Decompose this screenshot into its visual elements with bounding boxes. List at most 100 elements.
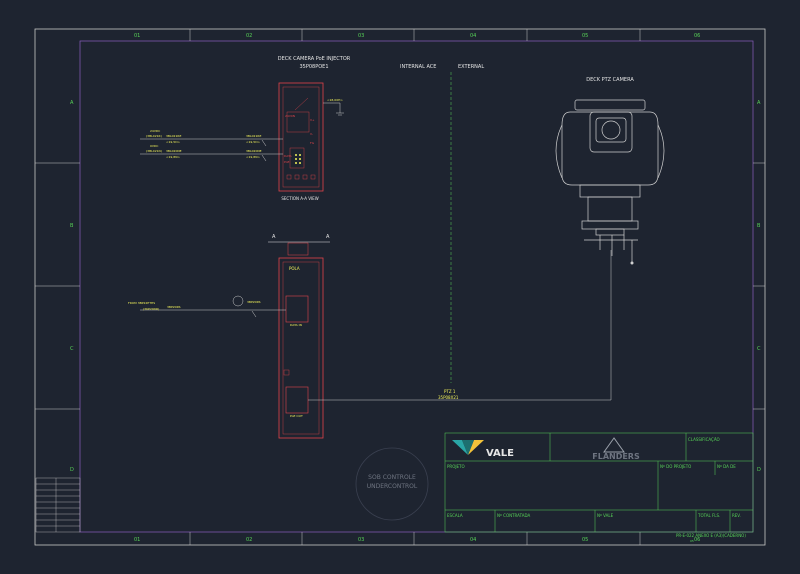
row-label: B xyxy=(757,223,761,229)
title-block xyxy=(444,432,754,533)
injector-section-label: SECTION A-A VIEW xyxy=(281,196,318,201)
camera-title: DECK PTZ CAMERA xyxy=(586,77,634,83)
grid-column-labels-bottom: 01 02 03 04 05 06 xyxy=(134,537,700,543)
col-label: 04 xyxy=(470,33,476,39)
wire-24v-cable-right: 3BL021RE xyxy=(246,134,261,138)
injector-title: DECK CAMERA PoE INJECTOR xyxy=(278,56,351,62)
injector-terminals xyxy=(295,154,301,164)
zone-internal-label: INTERNAL ACE xyxy=(400,64,436,70)
injector-pin-label: V- xyxy=(310,132,313,136)
no-projeto-label: Nº DO PROJETO xyxy=(660,464,691,469)
col-label: 03 xyxy=(358,33,364,39)
row-label: D xyxy=(70,467,74,473)
stamp-line1: SOB CONTROLE xyxy=(368,474,416,481)
wire-24v-src: (3BL021R) xyxy=(146,134,162,138)
injector-pin-label: FG xyxy=(310,141,315,145)
wire-24v-cable-left: 3BL021RE xyxy=(166,134,181,138)
data-cable-label: 3BP20RS xyxy=(167,305,181,309)
col-label: 02 xyxy=(246,33,252,39)
stamp-line2: UNDERCONTROL xyxy=(367,483,418,490)
projeto-label: PROJETO xyxy=(447,464,465,469)
data-in-port xyxy=(285,295,309,323)
col-label: 05 xyxy=(582,33,588,39)
injector-pin-label: V+ xyxy=(310,118,315,122)
section-a-left: A xyxy=(272,234,276,240)
injector-pin-label: DATA xyxy=(284,154,293,158)
switch-header xyxy=(287,242,309,256)
row-label: B xyxy=(70,223,74,229)
wire-0v-code-right: <19,8N> xyxy=(246,155,260,159)
vale-logo xyxy=(452,440,484,455)
ptz-camera-drawing xyxy=(555,99,665,262)
cable-node xyxy=(232,295,244,307)
control-stamp xyxy=(355,447,429,521)
switch-led xyxy=(283,369,290,376)
data-in-label: DATA IN xyxy=(290,323,302,327)
wire-0v-cable-right: 3BL020NE xyxy=(246,149,262,153)
poe-out-label: PoE OUT xyxy=(290,414,303,418)
wire-24v-code-right: <19,5D> xyxy=(246,140,261,144)
rev-label: REV. xyxy=(732,513,741,518)
col-label: 06 xyxy=(694,537,700,543)
row-label: C xyxy=(70,346,74,352)
ptz-tag-label: 35P08X21 xyxy=(438,395,459,400)
section-a-right: A xyxy=(326,234,330,240)
doc-number: PR-E-022 ANEXO E (A3)(CADERNO) xyxy=(676,533,746,538)
injector-inner xyxy=(282,86,320,188)
col-label: 03 xyxy=(358,537,364,543)
escala-label: ESCALA xyxy=(447,513,463,518)
injector-internals xyxy=(286,97,316,180)
company-name: VALE xyxy=(486,448,514,459)
row-label: C xyxy=(757,346,761,352)
switch-enclosure xyxy=(278,257,324,439)
vale-logo-shape xyxy=(468,440,484,455)
grid-column-labels-top: 01 02 03 04 05 06 xyxy=(134,33,700,39)
grid-ticks xyxy=(35,29,765,545)
row-label: A xyxy=(757,100,761,106)
col-label: 01 xyxy=(134,33,140,39)
row-label: D xyxy=(757,467,761,473)
node-label: 3BP20RS xyxy=(247,300,261,304)
injector-pin-label: 24V0N xyxy=(285,114,295,118)
switch-inner xyxy=(282,261,320,435)
from-label: FROM 3BP22ETHS xyxy=(128,301,155,305)
from-sub-label: (3KP20DR) xyxy=(143,307,159,311)
col-label: 02 xyxy=(246,537,252,543)
wire-0v-src: (3BL021N) xyxy=(146,149,162,153)
inner-border xyxy=(79,40,754,533)
classification-label: CLASSIFICAÇÃO xyxy=(688,437,720,442)
injector-pin-label: PoE xyxy=(284,160,290,164)
camera-ground xyxy=(630,261,634,265)
zone-external-label: EXTERNAL xyxy=(458,64,484,70)
wire-0v-code-left: <19,8N> xyxy=(166,155,180,159)
revision-table xyxy=(35,477,81,533)
grid-row-labels-right: A B C D xyxy=(757,100,761,473)
flanders-logo xyxy=(603,437,625,453)
client-name: FLANDERS xyxy=(592,452,640,461)
ptz-cable-label: PTZ 1 xyxy=(444,389,456,394)
vale-logo-shape xyxy=(462,440,474,455)
switch-module-label: POLA xyxy=(289,266,300,271)
no-de-label: Nº DA DE xyxy=(717,464,736,469)
wire-24v-label: 24VDC xyxy=(150,129,160,133)
outer-border xyxy=(34,28,766,546)
wire-0v-label: 0VDC xyxy=(150,144,158,148)
no-vale-label: Nº VALE xyxy=(597,513,614,518)
col-label: 06 xyxy=(694,33,700,39)
injector-tag: 35P08POE1 xyxy=(299,64,328,70)
wire-ptz xyxy=(308,250,612,401)
col-label: 05 xyxy=(582,537,588,543)
ground-tag: <18,00H> xyxy=(327,98,343,102)
injector-enclosure xyxy=(278,82,324,192)
total-fls-label: TOTAL FLS. xyxy=(697,513,720,518)
vale-logo-shape xyxy=(452,440,468,455)
doc-number-sub: 05 xyxy=(690,539,694,543)
col-label: 01 xyxy=(134,537,140,543)
wire-0v-cable-left: 3BL020NE xyxy=(166,149,182,153)
col-label: 04 xyxy=(470,537,476,543)
wire-24v-code-left: <19,5D> xyxy=(166,140,181,144)
no-contratada-label: Nº CONTRATADA xyxy=(497,513,530,518)
row-label: A xyxy=(70,100,74,106)
poe-out-port xyxy=(285,386,309,414)
